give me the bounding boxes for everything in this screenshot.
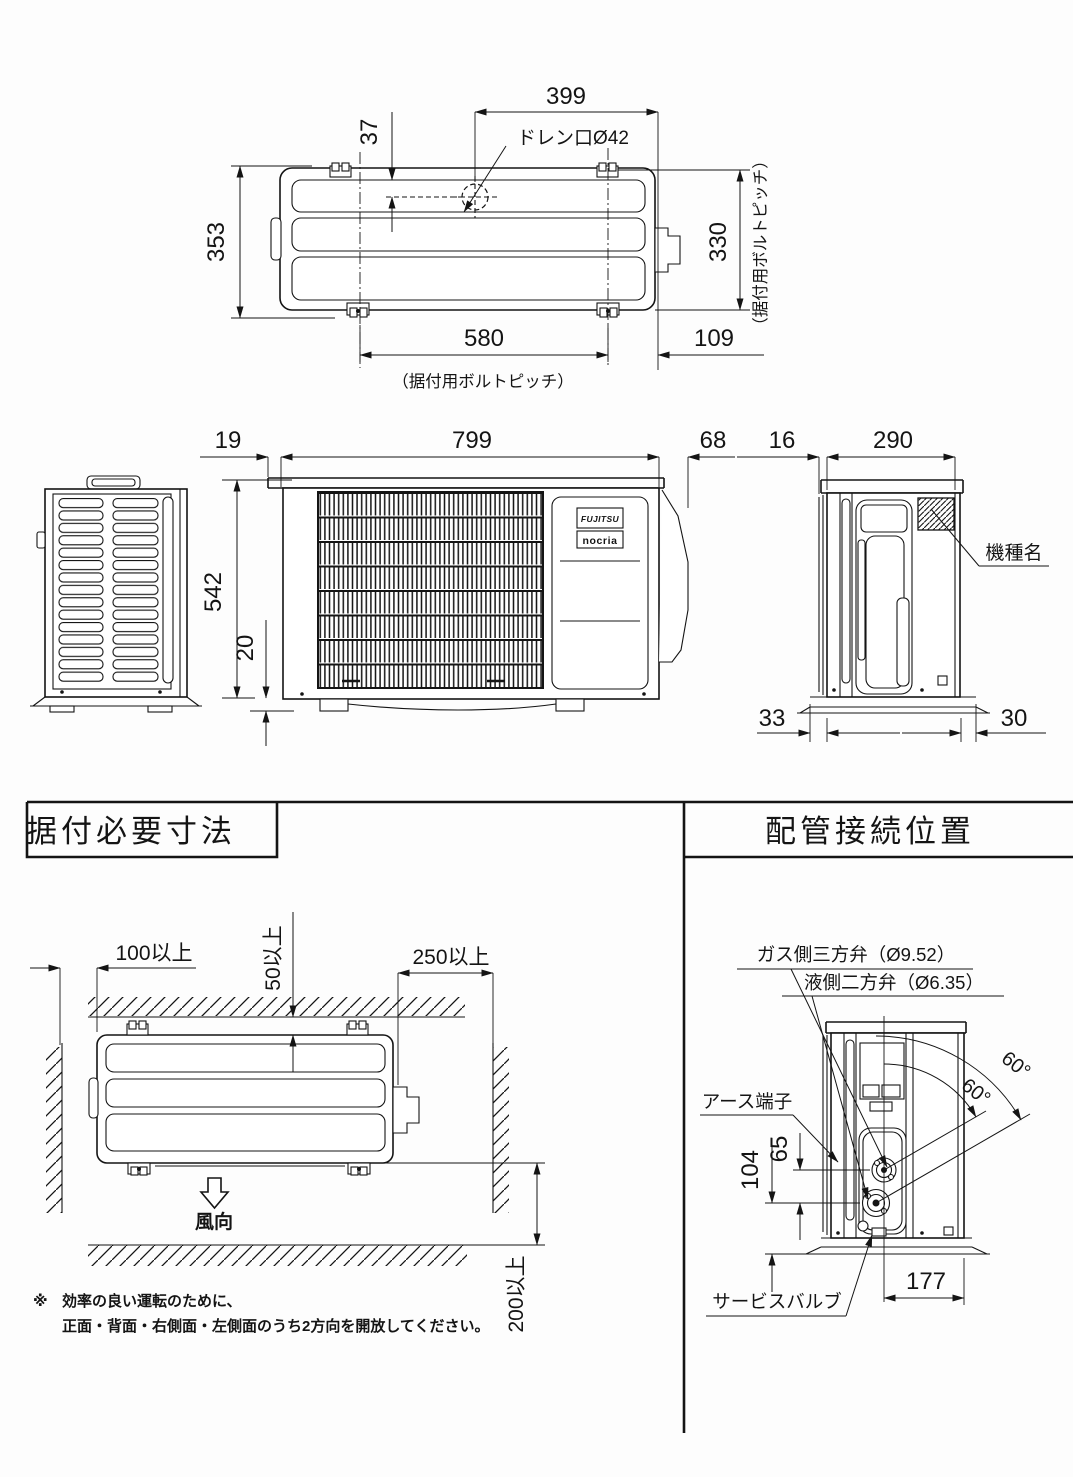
dim-580: 580 <box>464 325 504 352</box>
dim-104: 104 <box>737 1150 764 1190</box>
dim-330: 330 <box>705 222 732 262</box>
model-name-label: 機種名 <box>985 542 1042 564</box>
louver-column-left <box>58 497 105 683</box>
note-mark: ※ <box>33 1292 48 1310</box>
dim-65: 65 <box>766 1136 793 1163</box>
angle-outer: 60° <box>997 1047 1034 1083</box>
fan-grille <box>317 491 544 689</box>
top-view-drawing: 399 37 ドレン口Ø42 353 330 （据付用ボルトピッチ） 580 （… <box>203 83 770 391</box>
middle-dimensions: 19 799 68 16 290 542 20 33 30 <box>200 427 1046 746</box>
side-view-left <box>30 475 202 713</box>
mounting-brackets-top-view <box>329 162 620 318</box>
wind-direction-label: 風向 <box>195 1210 233 1233</box>
front-view: FUJITSU nocria <box>267 477 689 712</box>
clearance-left: 100以上 <box>115 942 192 965</box>
service-port <box>857 1220 869 1232</box>
ground-hatch <box>88 1245 467 1266</box>
dim-399: 399 <box>546 83 586 110</box>
clearance-top: 50以上 <box>262 925 285 990</box>
dim-19: 19 <box>215 427 242 454</box>
drain-port <box>452 176 498 218</box>
bolt-pitch-vertical-label: （据付用ボルトピッチ） <box>751 152 770 334</box>
piping-section-title: 配管接続位置 <box>765 814 975 849</box>
brand-logos: FUJITSU nocria <box>576 507 624 549</box>
service-valve-label: サービスバルブ <box>712 1291 842 1312</box>
wall-left-hatch <box>46 1047 62 1213</box>
unit-rear-view <box>800 1016 990 1302</box>
dim-16: 16 <box>769 427 796 454</box>
wind-direction-arrow-icon <box>199 1177 230 1210</box>
nocria-logo: nocria <box>582 535 617 547</box>
unit-top-view-clearance <box>88 1020 420 1176</box>
note-line-2: 正面・背面・右側面・左側面のうち2方向を開放してください。 <box>62 1317 489 1335</box>
clearance-right: 250以上 <box>412 946 489 969</box>
dim-290: 290 <box>873 427 913 454</box>
earth-terminal-label: アース端子 <box>702 1091 792 1112</box>
side-view-right: 機種名 <box>797 479 1049 714</box>
clearance-diagram: 100以上 50以上 250以上 200以上 風向 ※ 効率の良い運転のために、… <box>30 912 545 1335</box>
piping-diagram: 60° 60° ガス側三方弁（Ø9.52） 液側二方弁（Ø6.35） アース端子… <box>700 944 1034 1317</box>
bolt-pitch-horizontal-label: （据付用ボルトピッチ） <box>392 372 574 391</box>
louver-column-right <box>112 497 160 683</box>
clearance-bottom: 200以上 <box>505 1255 528 1332</box>
dim-20: 20 <box>232 635 259 662</box>
dim-353: 353 <box>203 222 230 262</box>
gas-valve-label: ガス側三方弁（Ø9.52） <box>757 944 955 965</box>
fujitsu-logo: FUJITSU <box>581 514 620 524</box>
dim-799: 799 <box>452 427 492 454</box>
dim-30: 30 <box>1001 705 1028 732</box>
dim-37: 37 <box>356 119 383 146</box>
drain-label: ドレン口Ø42 <box>517 128 629 149</box>
dim-177: 177 <box>906 1268 946 1295</box>
wall-top-hatch <box>88 997 465 1016</box>
dim-68: 68 <box>700 427 727 454</box>
dim-33: 33 <box>759 705 786 732</box>
installation-section-title: 据付必要寸法 <box>26 814 236 849</box>
wall-right-hatch <box>493 1047 509 1213</box>
dim-542: 542 <box>200 572 227 612</box>
liquid-valve-label: 液側二方弁（Ø6.35） <box>804 972 984 993</box>
dim-109: 109 <box>694 325 734 352</box>
section-frames: 据付必要寸法 配管接続位置 <box>25 800 1073 1433</box>
model-name-plate <box>917 497 955 531</box>
note-line-1: 効率の良い運転のために、 <box>62 1292 242 1310</box>
